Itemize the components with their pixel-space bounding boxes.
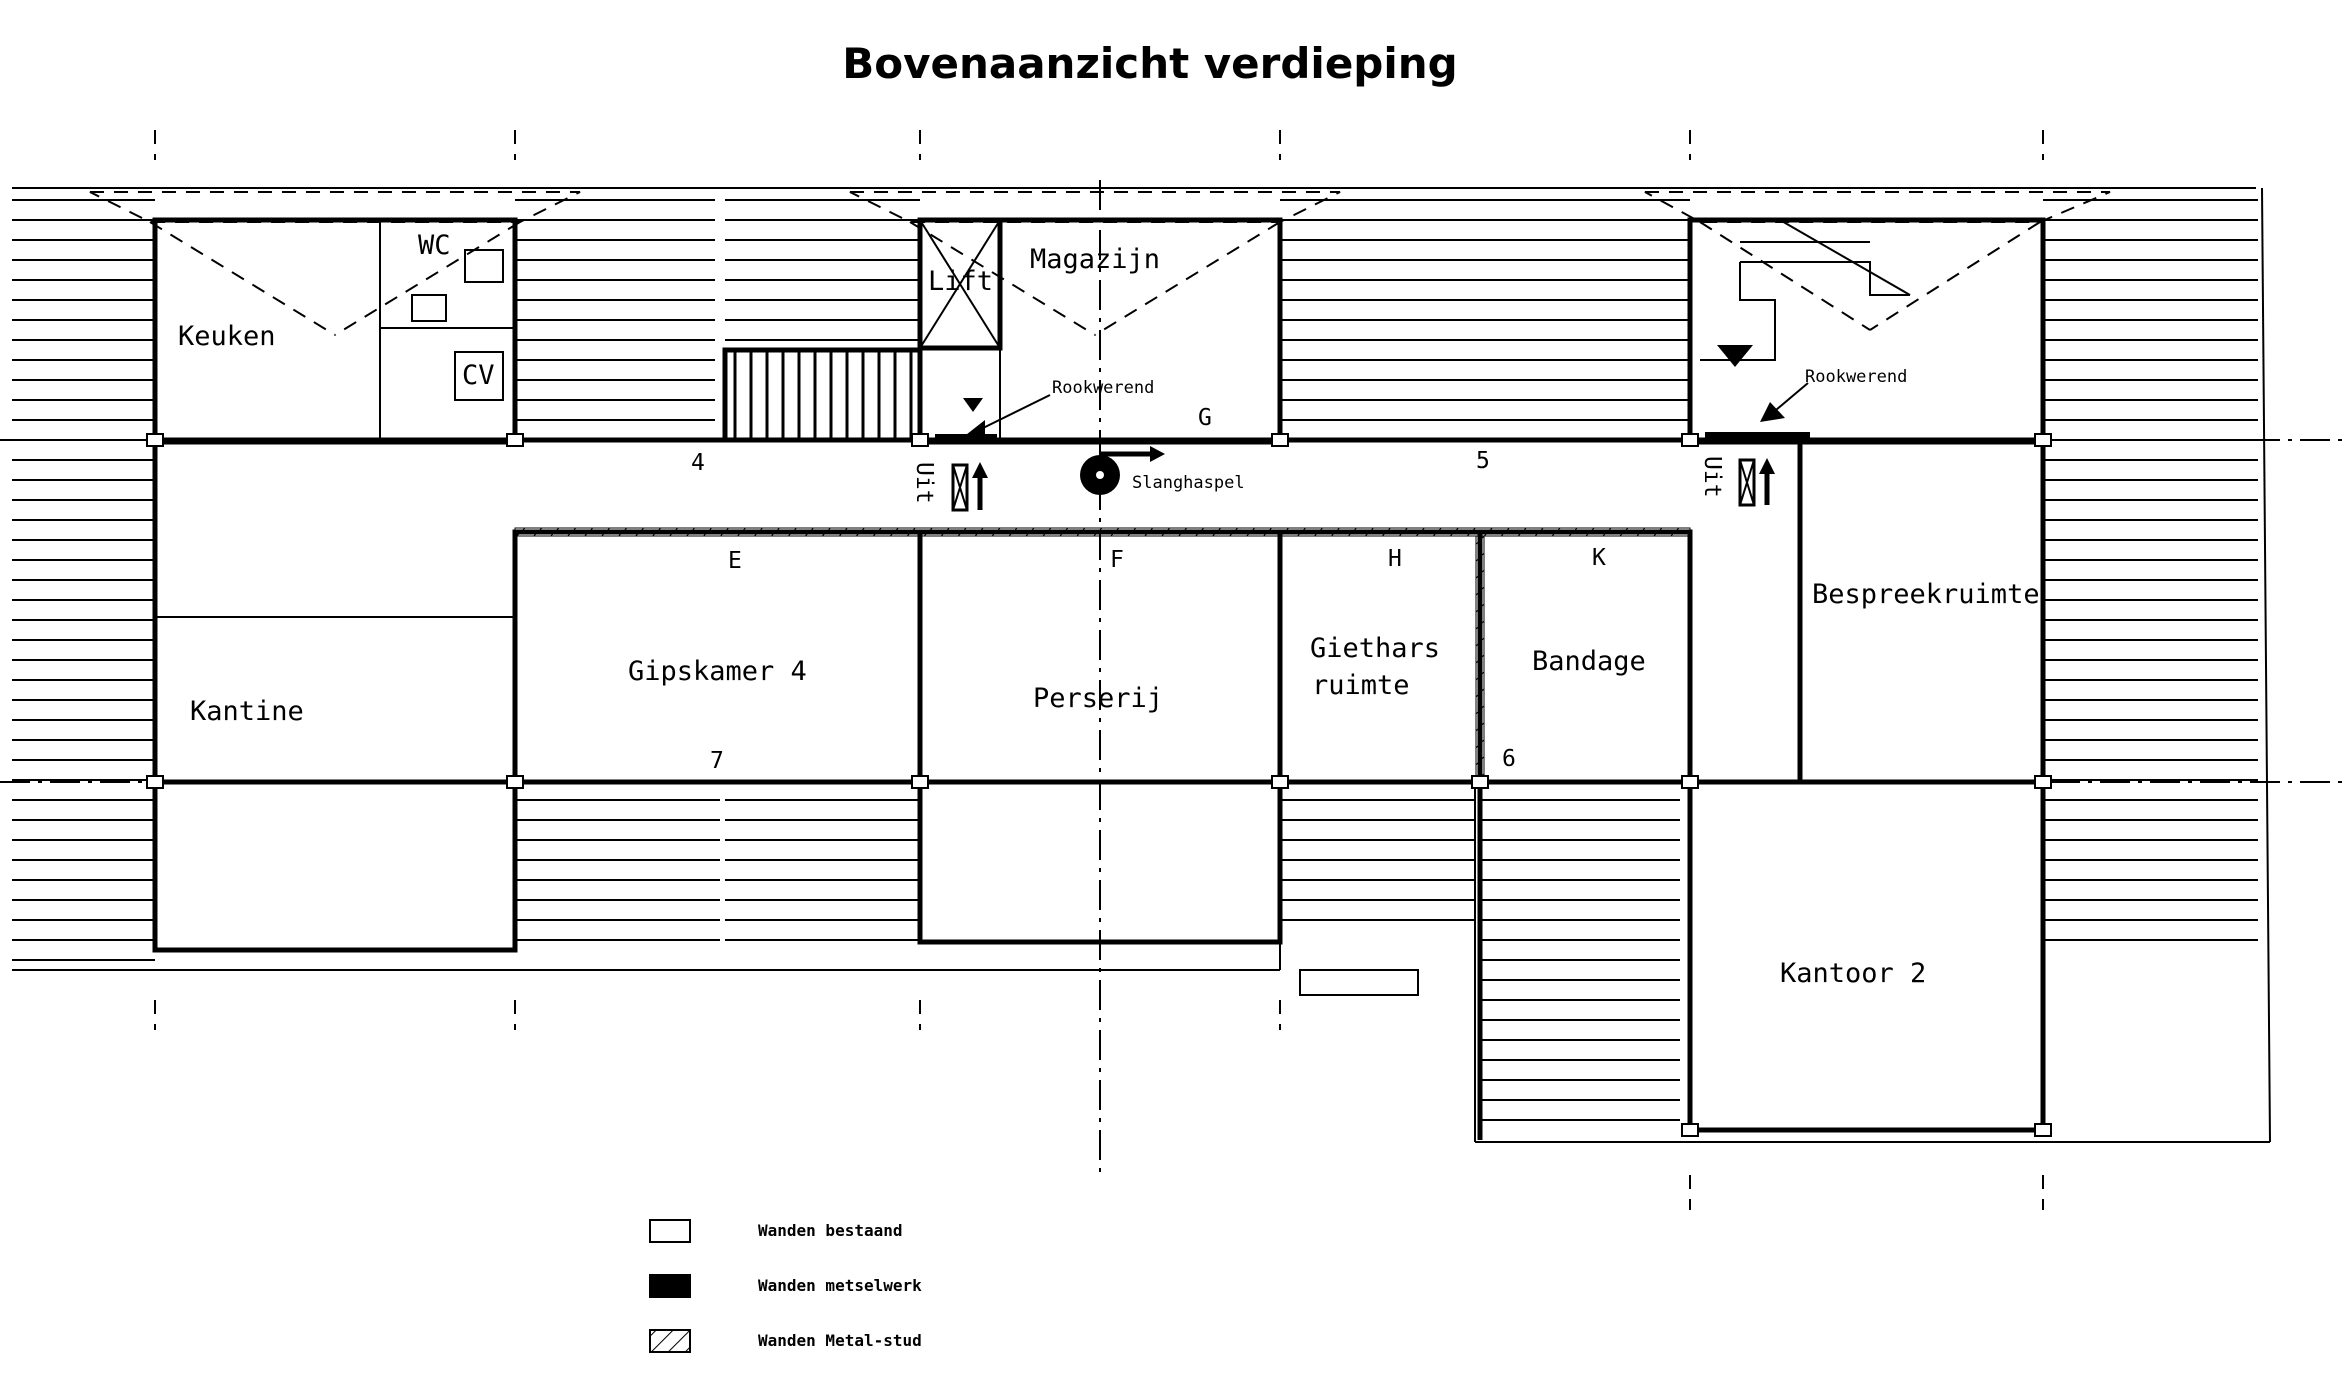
annotations: Rookwerend Rookwerend Slanghaspel Uit Ui… bbox=[911, 367, 1907, 504]
column-marker bbox=[1681, 1123, 1699, 1137]
legend-swatch-metal-stud bbox=[649, 1329, 691, 1353]
plan-title: Bovenaanzicht verdieping bbox=[842, 39, 1458, 88]
grid-label-6: 6 bbox=[1502, 746, 1516, 772]
walls-metal-stud bbox=[514, 527, 1691, 783]
room-kantine: Kantine bbox=[190, 696, 304, 727]
grid-axes bbox=[0, 130, 2346, 1210]
room-wc: WC bbox=[418, 230, 451, 261]
structural-columns bbox=[146, 433, 2052, 1137]
stair-treads bbox=[733, 352, 913, 438]
grid-label-h: H bbox=[1388, 546, 1402, 572]
room-gipskamer: Gipskamer 4 bbox=[628, 656, 807, 687]
room-cv: CV bbox=[462, 360, 495, 391]
legend: Wanden bestaand Wanden metselwerk Wanden… bbox=[649, 1219, 922, 1353]
grid-label-g: G bbox=[1198, 405, 1212, 431]
grid-label-7: 7 bbox=[710, 748, 724, 774]
grid-label-f: F bbox=[1110, 547, 1124, 573]
grid-labels: 4 5 6 7 E F G H K bbox=[691, 405, 1606, 774]
column-marker bbox=[911, 433, 929, 447]
column-marker bbox=[506, 433, 524, 447]
room-keuken: Keuken bbox=[178, 321, 276, 352]
legend-label-metal-stud: Wanden Metal-stud bbox=[758, 1331, 922, 1350]
column-marker bbox=[2034, 775, 2052, 789]
grid-label-e: E bbox=[728, 548, 742, 574]
room-kantoor: Kantoor 2 bbox=[1780, 958, 1926, 989]
room-giethars: Giethars bbox=[1310, 633, 1440, 664]
exit-label-left: Uit bbox=[911, 462, 937, 504]
rookwerend-right: Rookwerend bbox=[1805, 367, 1907, 387]
room-magazijn: Magazijn bbox=[1030, 244, 1160, 275]
column-marker bbox=[1271, 775, 1289, 789]
legend-label-bestaand: Wanden bestaand bbox=[758, 1221, 903, 1240]
fire-equipment bbox=[951, 345, 1809, 512]
room-bandage: Bandage bbox=[1532, 646, 1646, 677]
column-marker bbox=[2034, 433, 2052, 447]
column-marker bbox=[1681, 433, 1699, 447]
column-marker bbox=[506, 775, 524, 789]
column-marker bbox=[911, 775, 929, 789]
column-marker bbox=[1271, 433, 1289, 447]
rookwerend-left: Rookwerend bbox=[1052, 378, 1154, 398]
roof-slat-areas bbox=[12, 199, 2258, 1121]
exit-sign-right bbox=[1738, 458, 1756, 507]
grid-label-k: K bbox=[1592, 545, 1606, 571]
building-outline bbox=[12, 187, 2271, 1143]
legend-swatch-bestaand bbox=[649, 1219, 691, 1243]
room-labels: Keuken WC CV Lift Magazijn Kantine Gipsk… bbox=[178, 230, 2040, 989]
slanghaspel-label: Slanghaspel bbox=[1132, 473, 1245, 493]
grid-label-5: 5 bbox=[1476, 448, 1490, 474]
column-marker bbox=[2034, 1123, 2052, 1137]
exit-label-right: Uit bbox=[1699, 456, 1725, 498]
room-perserij: Perserij bbox=[1033, 683, 1163, 714]
room-giethars-ruimte: ruimte bbox=[1312, 670, 1410, 701]
legend-swatch-metselwerk bbox=[649, 1274, 691, 1298]
room-bespreekruimte: Bespreekruimte bbox=[1812, 579, 2040, 610]
grid-label-4: 4 bbox=[691, 450, 705, 476]
column-marker bbox=[1471, 775, 1489, 789]
legend-label-metselwerk: Wanden metselwerk bbox=[758, 1276, 922, 1295]
column-marker bbox=[1681, 775, 1699, 789]
column-marker bbox=[146, 433, 164, 447]
exit-sign-left bbox=[951, 463, 969, 512]
walls-masonry bbox=[935, 432, 1810, 444]
column-marker bbox=[146, 775, 164, 789]
room-lift: Lift bbox=[928, 266, 993, 297]
